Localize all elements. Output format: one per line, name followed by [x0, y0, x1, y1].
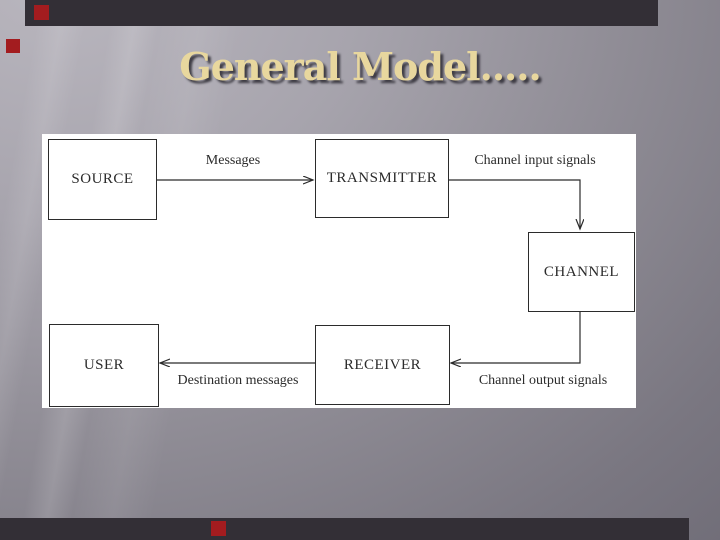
accent-square-bottom: [211, 521, 226, 536]
box-transmitter-label: TRANSMITTER: [326, 170, 438, 186]
diagram-panel: SOURCE TRANSMITTER CHANNEL RECEIVER USER…: [42, 134, 636, 408]
box-transmitter: TRANSMITTER: [315, 139, 449, 218]
top-decor-bar: [25, 0, 658, 26]
arrow-channel-to-receiver: [451, 310, 581, 363]
arrow-label-channel-output-signals: Channel output signals: [478, 373, 608, 388]
accent-square-top: [34, 5, 49, 20]
box-source-label: SOURCE: [71, 171, 134, 187]
bottom-decor-bar: [0, 518, 689, 540]
arrow-transmitter-to-channel: [447, 179, 580, 229]
box-user-label: USER: [83, 357, 125, 373]
box-channel: CHANNEL: [528, 232, 635, 312]
box-receiver: RECEIVER: [315, 325, 450, 405]
arrow-label-destination-messages: Destination messages: [177, 373, 299, 388]
accent-square-left: [6, 39, 20, 53]
box-source: SOURCE: [48, 139, 157, 220]
box-user: USER: [49, 324, 159, 407]
arrow-label-messages: Messages: [205, 153, 261, 168]
diagram-arrows: [155, 134, 636, 408]
slide-title: General Model.....: [179, 44, 541, 89]
arrow-label-channel-input-signals: Channel input signals: [474, 153, 596, 168]
box-channel-label: CHANNEL: [543, 263, 620, 280]
box-receiver-label: RECEIVER: [343, 356, 422, 373]
